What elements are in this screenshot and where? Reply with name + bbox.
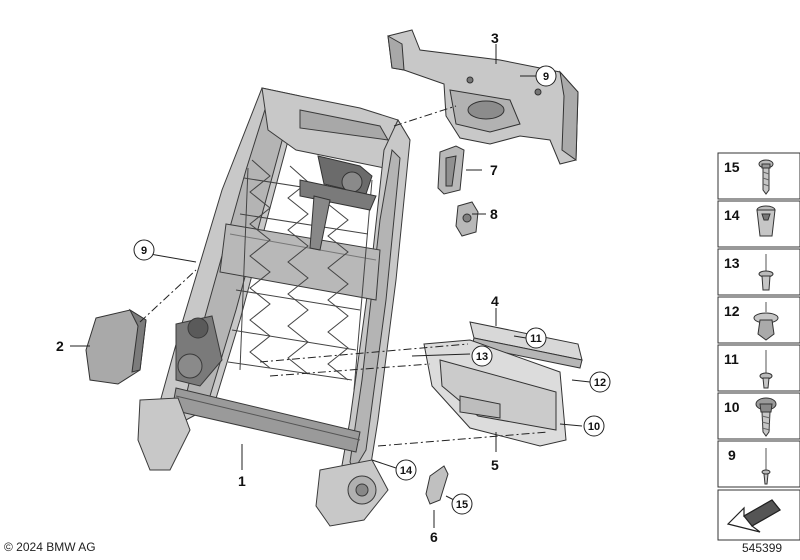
svg-text:12: 12 (594, 377, 606, 389)
callout-14: 14 (395, 459, 417, 481)
blind-rivet-icon (758, 254, 774, 291)
seat-backrest-frame (137, 87, 411, 527)
lumbar-motor (299, 155, 377, 251)
callout-2: 2 (56, 338, 64, 354)
legend-label-9: 9 (728, 447, 736, 463)
legend-label-15: 15 (724, 159, 740, 175)
callout-3: 3 (491, 30, 499, 46)
callout-9-left: 9 (133, 239, 155, 261)
legend-label-12: 12 (724, 303, 740, 319)
side-cover (85, 308, 147, 385)
svg-text:9: 9 (141, 245, 147, 257)
callout-12: 12 (589, 371, 611, 393)
top-bracket (387, 29, 579, 165)
callout-8: 8 (490, 206, 498, 222)
svg-text:13: 13 (476, 351, 488, 363)
callout-10: 10 (583, 415, 605, 437)
svg-text:9: 9 (543, 71, 549, 83)
arrow-symbol-icon (726, 499, 781, 533)
legend-label-10: 10 (724, 399, 740, 415)
callout-11: 11 (525, 327, 547, 349)
callout-4: 4 (491, 293, 499, 309)
clip-part-7 (437, 145, 465, 195)
pin-rivet-icon (759, 350, 773, 389)
legend-labels: 15 14 13 12 11 10 9 (724, 159, 740, 463)
legend-label-11: 11 (724, 351, 739, 367)
svg-text:14: 14 (400, 465, 413, 477)
part-5-panel (423, 339, 567, 447)
callout-1: 1 (238, 473, 246, 489)
expanding-rivet-icon (753, 302, 779, 341)
svg-text:10: 10 (588, 421, 600, 433)
legend-label-14: 14 (724, 207, 740, 223)
callout-5: 5 (491, 457, 499, 473)
legend-label-13: 13 (724, 255, 740, 271)
callout-7: 7 (490, 162, 498, 178)
flange-screw-icon (755, 397, 777, 437)
callouts: 1 2 3 4 5 6 7 8 9 9 10 11 12 13 (56, 30, 611, 545)
callout-15: 15 (451, 493, 473, 515)
svg-text:15: 15 (456, 499, 468, 511)
leader-lines (70, 44, 591, 528)
thin-rivet-icon (761, 448, 771, 485)
callout-13: 13 (471, 345, 493, 367)
copyright-text: © 2024 BMW AG (4, 540, 96, 554)
part-6-bracket (425, 465, 449, 505)
diagram-reference-number: 545399 (742, 541, 783, 555)
torx-screw-icon (758, 159, 774, 195)
callout-6: 6 (430, 529, 438, 545)
rivet-nut-icon (756, 205, 776, 237)
callout-9-top: 9 (535, 65, 557, 87)
clip-part-8 (455, 201, 479, 237)
svg-text:11: 11 (530, 333, 542, 345)
